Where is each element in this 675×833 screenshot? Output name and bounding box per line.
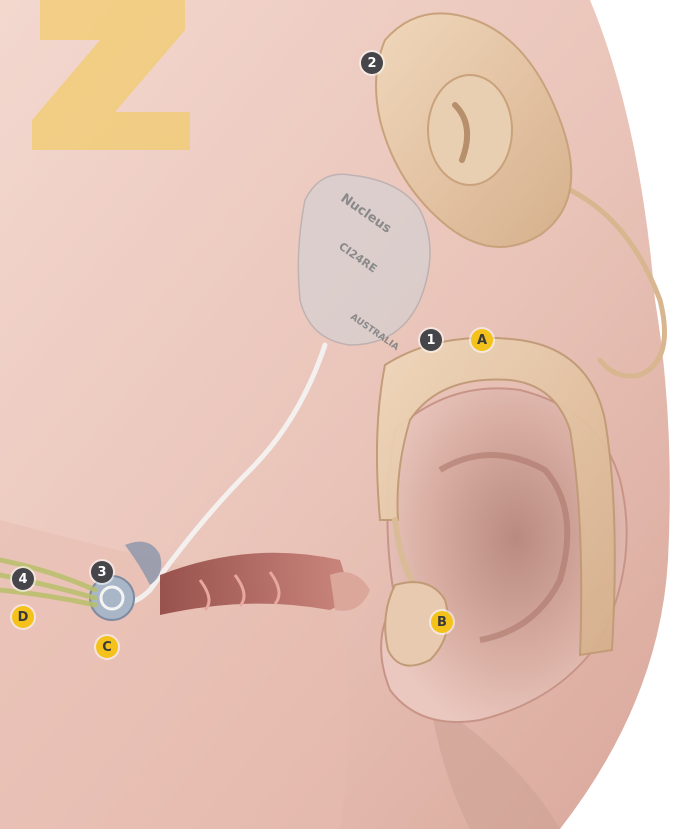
marker-c: C <box>96 636 118 658</box>
marker-3: 3 <box>91 561 113 583</box>
marker-4: 4 <box>12 568 34 590</box>
marker-1: 1 <box>420 329 442 351</box>
marker-d: D <box>12 606 34 628</box>
transmitter-magnet <box>428 75 512 185</box>
marker-2: 2 <box>361 52 383 74</box>
marker-a: A <box>471 329 493 351</box>
marker-b: B <box>431 611 453 633</box>
